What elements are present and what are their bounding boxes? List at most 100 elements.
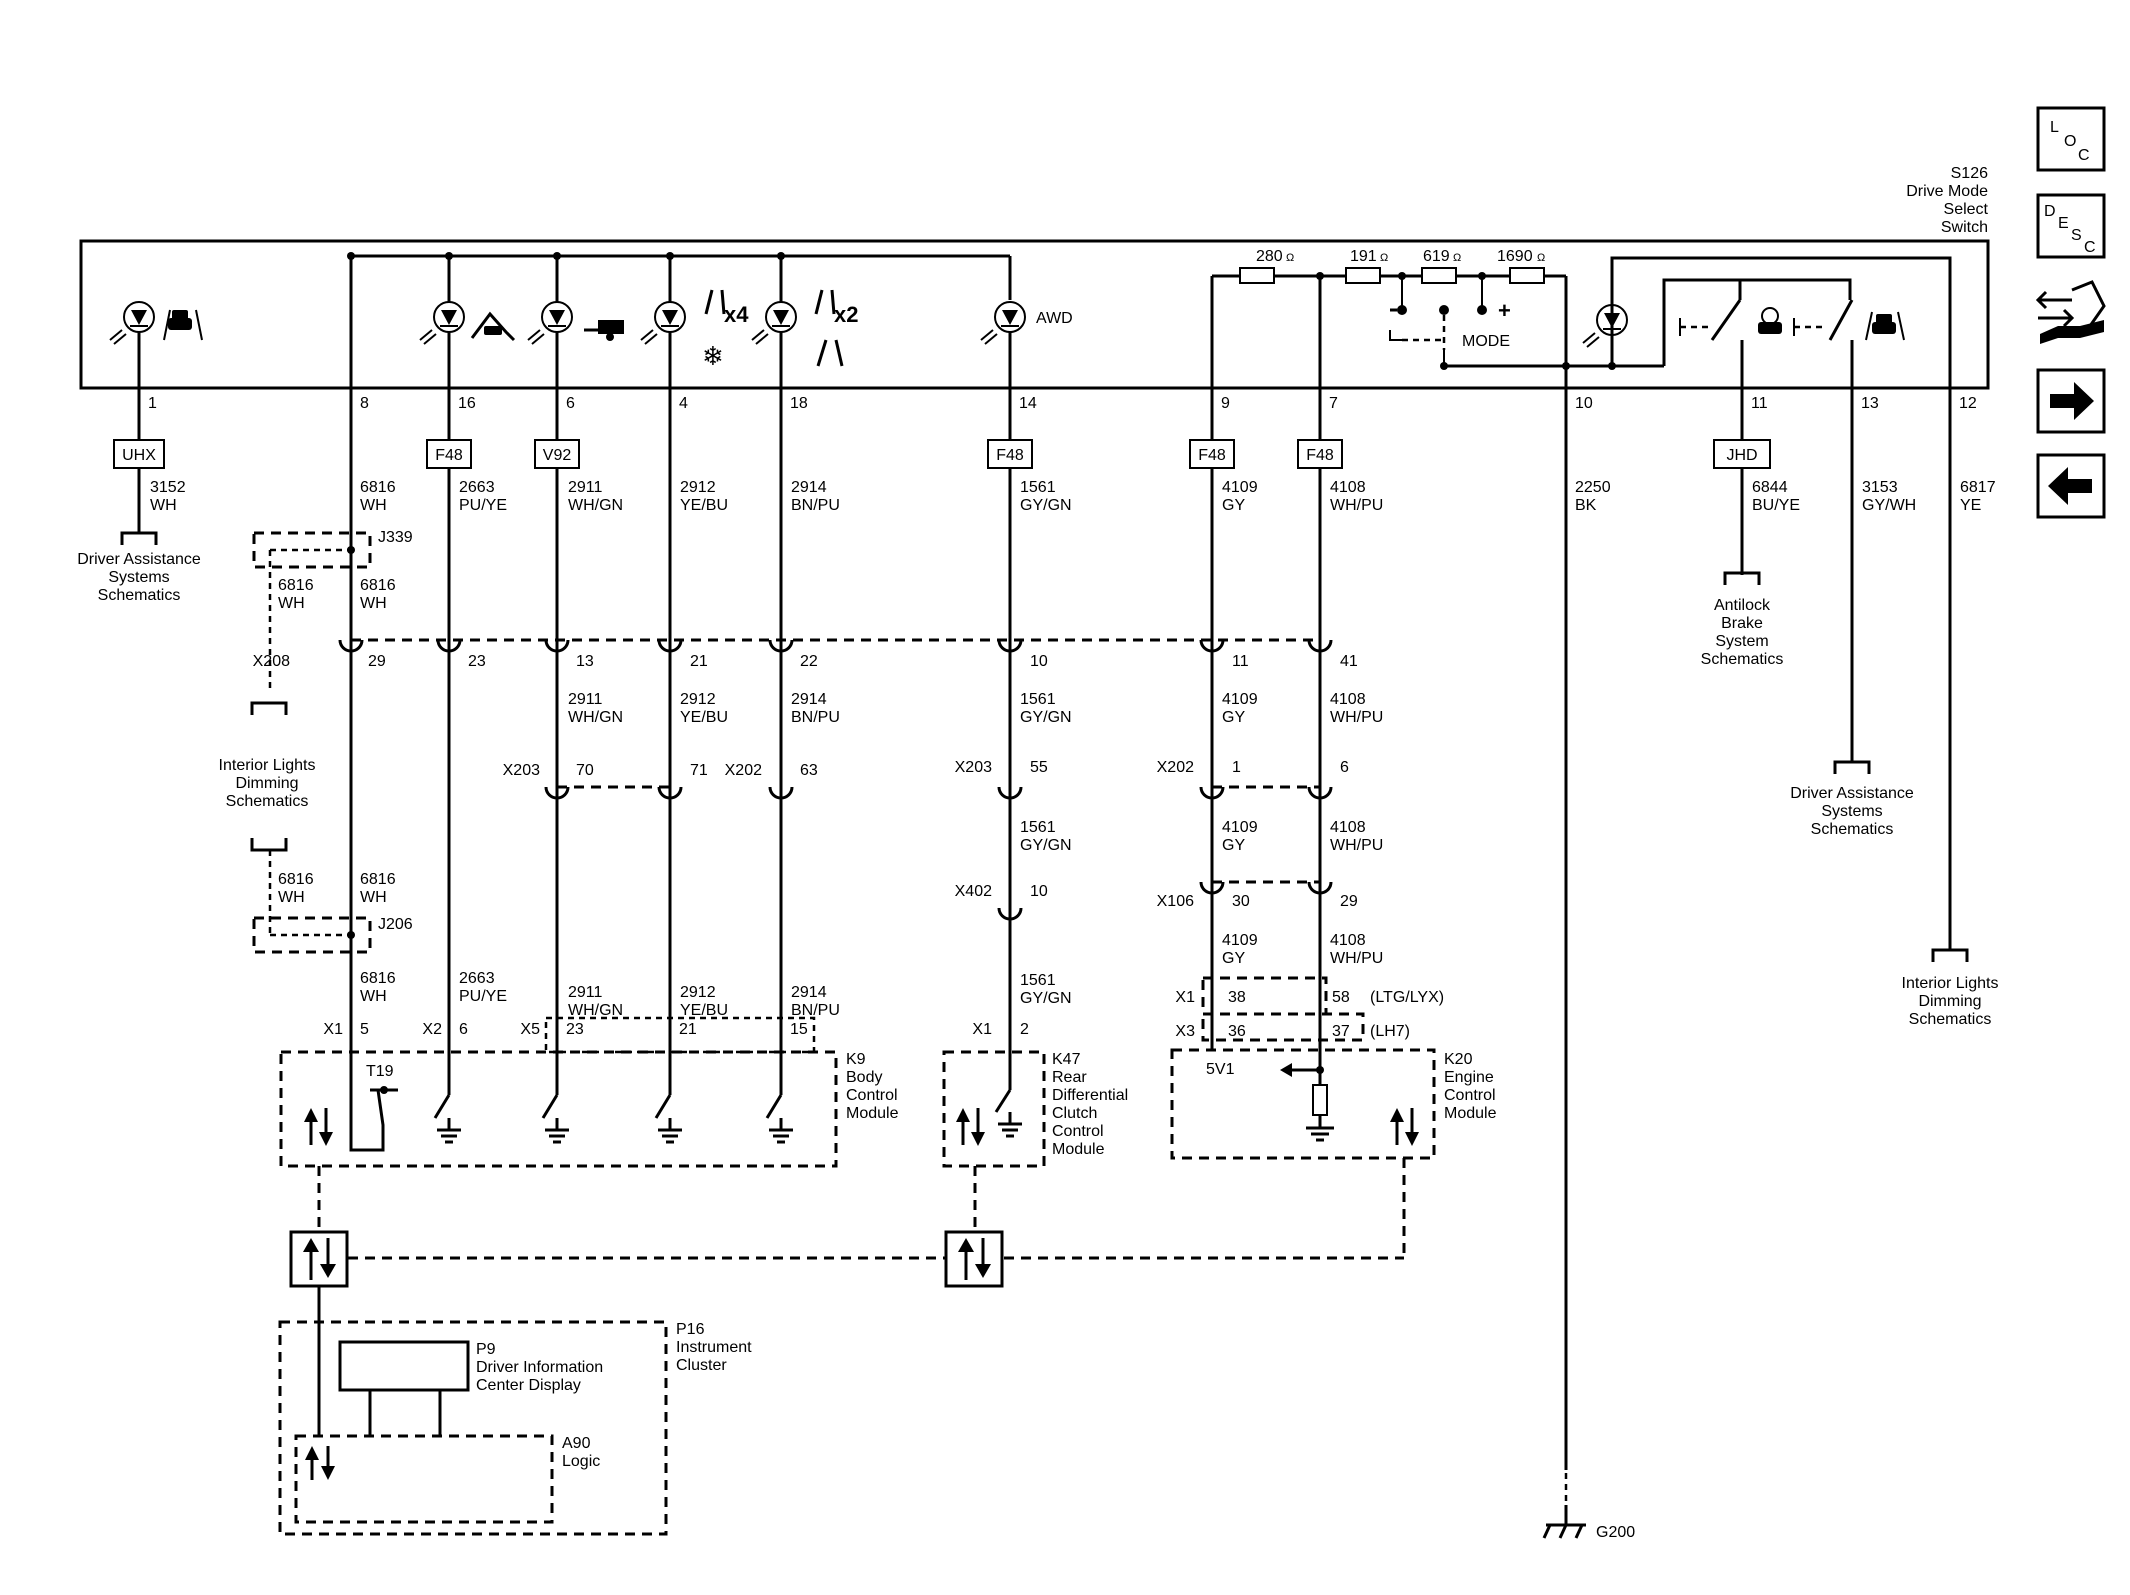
circuit-color: GY: [1222, 837, 1245, 854]
awd-label: AWD: [1036, 310, 1073, 327]
connector-name: X203: [503, 762, 540, 779]
module-name: Control: [1052, 1123, 1104, 1140]
voltage-label: 5V1: [1206, 1061, 1235, 1078]
connector-cup: [544, 639, 570, 653]
connector-pin: 11: [1232, 653, 1249, 670]
connector-pin: 10: [1030, 653, 1048, 670]
reference-text: Systems: [108, 569, 169, 586]
module-name: Instrument: [676, 1339, 752, 1356]
reference-text: Interior Lights: [219, 757, 316, 774]
circuit-number: 4109: [1222, 932, 1258, 949]
t19-contact: [349, 1089, 385, 1152]
fuse-box: [987, 439, 1033, 469]
brake-switch-icon: [1679, 299, 1782, 341]
ground-symbol: [1542, 1505, 1586, 1539]
reference-text: Dimming: [1918, 993, 1981, 1010]
pin-number: 4: [679, 395, 688, 412]
connector-pin: 37: [1332, 1023, 1350, 1040]
connector-name: X202: [1157, 759, 1194, 776]
circuit-color: BU/YE: [1752, 497, 1800, 514]
bcm-input-switches: [433, 1089, 1022, 1144]
option-code: UHX: [122, 447, 156, 464]
splice-label: J206: [378, 916, 413, 933]
reference-text: Driver Assistance: [1790, 785, 1914, 802]
connector-cup: [338, 639, 364, 653]
reference-bracket: [250, 838, 288, 852]
connector-pin: 6: [459, 1021, 468, 1038]
connector-tool-button[interactable]: [2035, 280, 2106, 344]
module-name: Logic: [562, 1453, 600, 1470]
bidirectional-arrows-icon: [1390, 1108, 1419, 1146]
circuit-number: 4108: [1330, 691, 1366, 708]
offroad-led-icon: [419, 301, 465, 345]
previous-arrow-button[interactable]: [2036, 453, 2106, 519]
connector-cup: [768, 786, 794, 800]
connector-name: X203: [955, 759, 992, 776]
reference-text: Systems: [1821, 803, 1882, 820]
module-ref: P16: [676, 1321, 705, 1338]
switch-name-line: Drive Mode: [1906, 183, 1988, 200]
circuit-color: GY: [1222, 497, 1245, 514]
circuit-number: 6816: [360, 577, 396, 594]
circuit-number: 2911: [568, 984, 603, 1001]
connector-pin: 55: [1030, 759, 1048, 776]
road-x4-icon: x4: [704, 289, 749, 327]
description-view-button[interactable]: D E S C: [2036, 193, 2106, 259]
module-ref: A90: [562, 1435, 591, 1452]
connector-pin: 13: [576, 653, 594, 670]
next-arrow-button[interactable]: [2036, 368, 2106, 434]
input-switch: [433, 1094, 461, 1144]
lane-car-icon: [163, 309, 203, 341]
module-name: Center Display: [476, 1377, 581, 1394]
terminal-t19: T19: [366, 1063, 394, 1080]
ipc-box: [278, 1320, 668, 1536]
resistor: [1345, 267, 1381, 284]
connector-name: X1: [972, 1021, 992, 1038]
reference-bracket: [120, 531, 158, 545]
circuit-color: BN/PU: [791, 709, 840, 726]
reference-text: Dimming: [235, 775, 298, 792]
circuit-number: 4109: [1222, 479, 1258, 496]
connector-cup: [768, 639, 794, 653]
circuit-color: WH/PU: [1330, 950, 1383, 967]
circuit-color: WH/PU: [1330, 709, 1383, 726]
circuit-number: 2250: [1575, 479, 1611, 496]
ground-label: G200: [1596, 1524, 1635, 1541]
circuit-number: 4108: [1330, 819, 1366, 836]
circuit-color: GY/WH: [1862, 497, 1916, 514]
circuit-number: 6816: [278, 577, 314, 594]
connector-pin: 63: [800, 762, 818, 779]
module-ref: K47: [1052, 1051, 1081, 1068]
connector-pin: 36: [1228, 1023, 1246, 1040]
connector-pin: 29: [368, 653, 386, 670]
connector-name: X106: [1157, 893, 1194, 910]
circuit-number: 2912: [680, 691, 716, 708]
ecm-box: [1170, 1048, 1436, 1160]
connector-name: X1: [323, 1021, 343, 1038]
circuit-number: 4109: [1222, 691, 1258, 708]
ohm-symbol: Ω: [1286, 252, 1294, 264]
switch-name-line: Select: [1944, 201, 1989, 218]
location-view-button[interactable]: L O C: [2036, 106, 2106, 172]
connector-name: X208: [253, 653, 290, 670]
circuit-color: GY/GN: [1020, 990, 1072, 1007]
resistor-value: 191: [1350, 248, 1377, 265]
circuit-color: WH: [278, 889, 305, 906]
bidirectional-arrows-icon: [956, 1108, 985, 1146]
connector-name: X402: [955, 883, 992, 900]
circuit-color: WH: [360, 497, 387, 514]
connector-pin: 21: [690, 653, 708, 670]
fuse-box: [1189, 439, 1235, 469]
circuit-color: BN/PU: [791, 497, 840, 514]
splice-label: J339: [378, 529, 413, 546]
reference-text: Schematics: [1909, 1011, 1992, 1028]
module-ref: K9: [846, 1051, 866, 1068]
reference-text: Schematics: [98, 587, 181, 604]
option-box-uhx: [113, 439, 165, 469]
circuit-number: 6816: [360, 479, 396, 496]
circuit-number: 2914: [791, 984, 827, 1001]
ohm-symbol: Ω: [1537, 252, 1545, 264]
pin-number: 7: [1329, 395, 1338, 412]
pin-number: 8: [360, 395, 369, 412]
connector-cup: [1199, 881, 1225, 895]
